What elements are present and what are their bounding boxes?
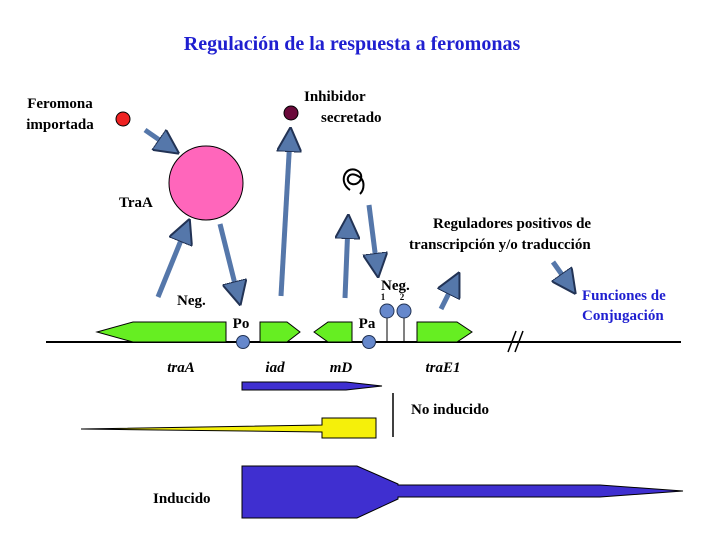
gene-label-mD: mD	[330, 360, 353, 376]
gene-traA-arrow	[95, 321, 227, 343]
gene-label-iad: iad	[265, 360, 285, 376]
gene-mD-arrow	[313, 321, 353, 343]
traA-protein-label: TraA	[119, 195, 153, 211]
induced-label: Inducido	[153, 491, 211, 507]
not-induced-label: No inducido	[411, 402, 489, 418]
regulators-label-line1: Reguladores positivos de	[433, 216, 591, 232]
inhibitor-label-line2: secretado	[321, 110, 382, 126]
pheromone-label-line1: Feromona	[27, 96, 93, 112]
arrow-mD-up	[345, 224, 348, 299]
gene-label-traA: traA	[167, 360, 195, 376]
neg-site-2	[396, 303, 412, 319]
regulators-label-line2: transcripción y/o traducción	[409, 237, 591, 253]
gene-iad-arrow	[259, 321, 301, 343]
neg-site-1-label: 1	[381, 292, 386, 302]
arrow-protein-to-po	[217, 223, 238, 296]
arrow-traA-gene-to-protein	[155, 228, 186, 298]
promoter-pa-label: Pa	[359, 316, 376, 332]
break-mark-2	[514, 330, 524, 353]
promoter-po-label: Po	[233, 316, 250, 332]
neg-site-2-label: 2	[400, 292, 405, 302]
arrow-iad-to-inhibitor	[281, 137, 290, 297]
gene-traE1-arrow	[416, 321, 473, 343]
pheromone-label-line2: importada	[26, 117, 94, 133]
neg-site-1	[379, 303, 395, 319]
arrow-pheromone-to-traA	[143, 127, 171, 148]
transcript-not-induced-yellow	[80, 417, 377, 439]
traA-protein-circle	[168, 145, 244, 221]
transcript-not-induced-blue	[241, 381, 383, 391]
arrow-to-functions	[550, 260, 570, 286]
promoter-pa-site	[362, 335, 376, 349]
arrow-regulators	[441, 281, 455, 311]
break-mark-1	[507, 330, 517, 353]
inhibitor-label-line1: Inhibidor	[304, 89, 366, 105]
squiggle-icon	[342, 168, 365, 195]
neg-label-right: Neg.	[381, 278, 410, 294]
transcript-induced-blue	[241, 465, 684, 519]
arrows-group	[143, 127, 570, 311]
functions-label-line1: Funciones de	[582, 288, 666, 304]
pheromone-dot	[115, 111, 131, 127]
inhibitor-dot	[283, 105, 299, 121]
gene-label-traE1: traE1	[425, 360, 460, 376]
functions-label-line2: Conjugación	[582, 308, 664, 324]
neg-label-left: Neg.	[177, 293, 206, 309]
promoter-po-site	[236, 335, 250, 349]
arrow-squiggle-to-neg	[369, 204, 377, 268]
page-title: Regulación de la respuesta a feromonas	[184, 33, 521, 55]
